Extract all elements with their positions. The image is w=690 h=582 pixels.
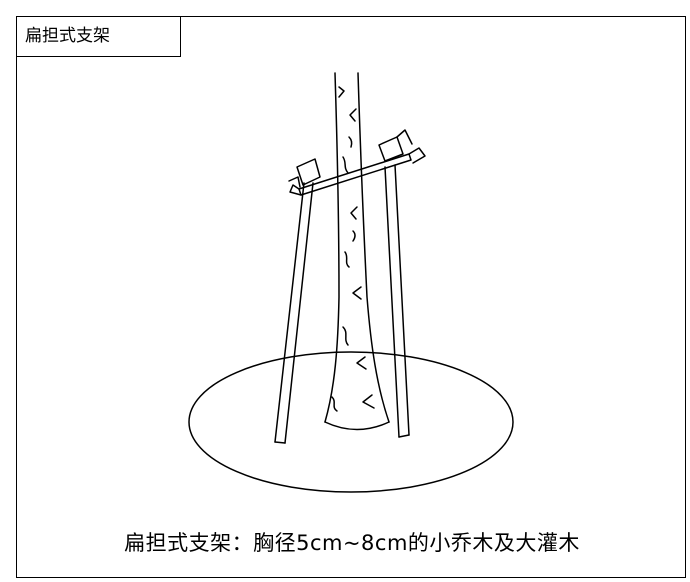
right-stake (378, 129, 413, 438)
diagram-title: 扁担式支架 (17, 17, 181, 57)
crossbar (289, 147, 426, 196)
diagram-caption: 扁担式支架：胸径5cm~8cm的小乔木及大灌木 (124, 531, 580, 555)
left-stake (274, 158, 321, 444)
tree-trunk (324, 72, 390, 431)
ground-ellipse (188, 351, 514, 493)
diagram-frame: 扁担式支架 扁担式支架：胸径5cm~8cm的小乔木及大灌木 (16, 16, 686, 578)
tree-support-illustration (188, 72, 514, 493)
